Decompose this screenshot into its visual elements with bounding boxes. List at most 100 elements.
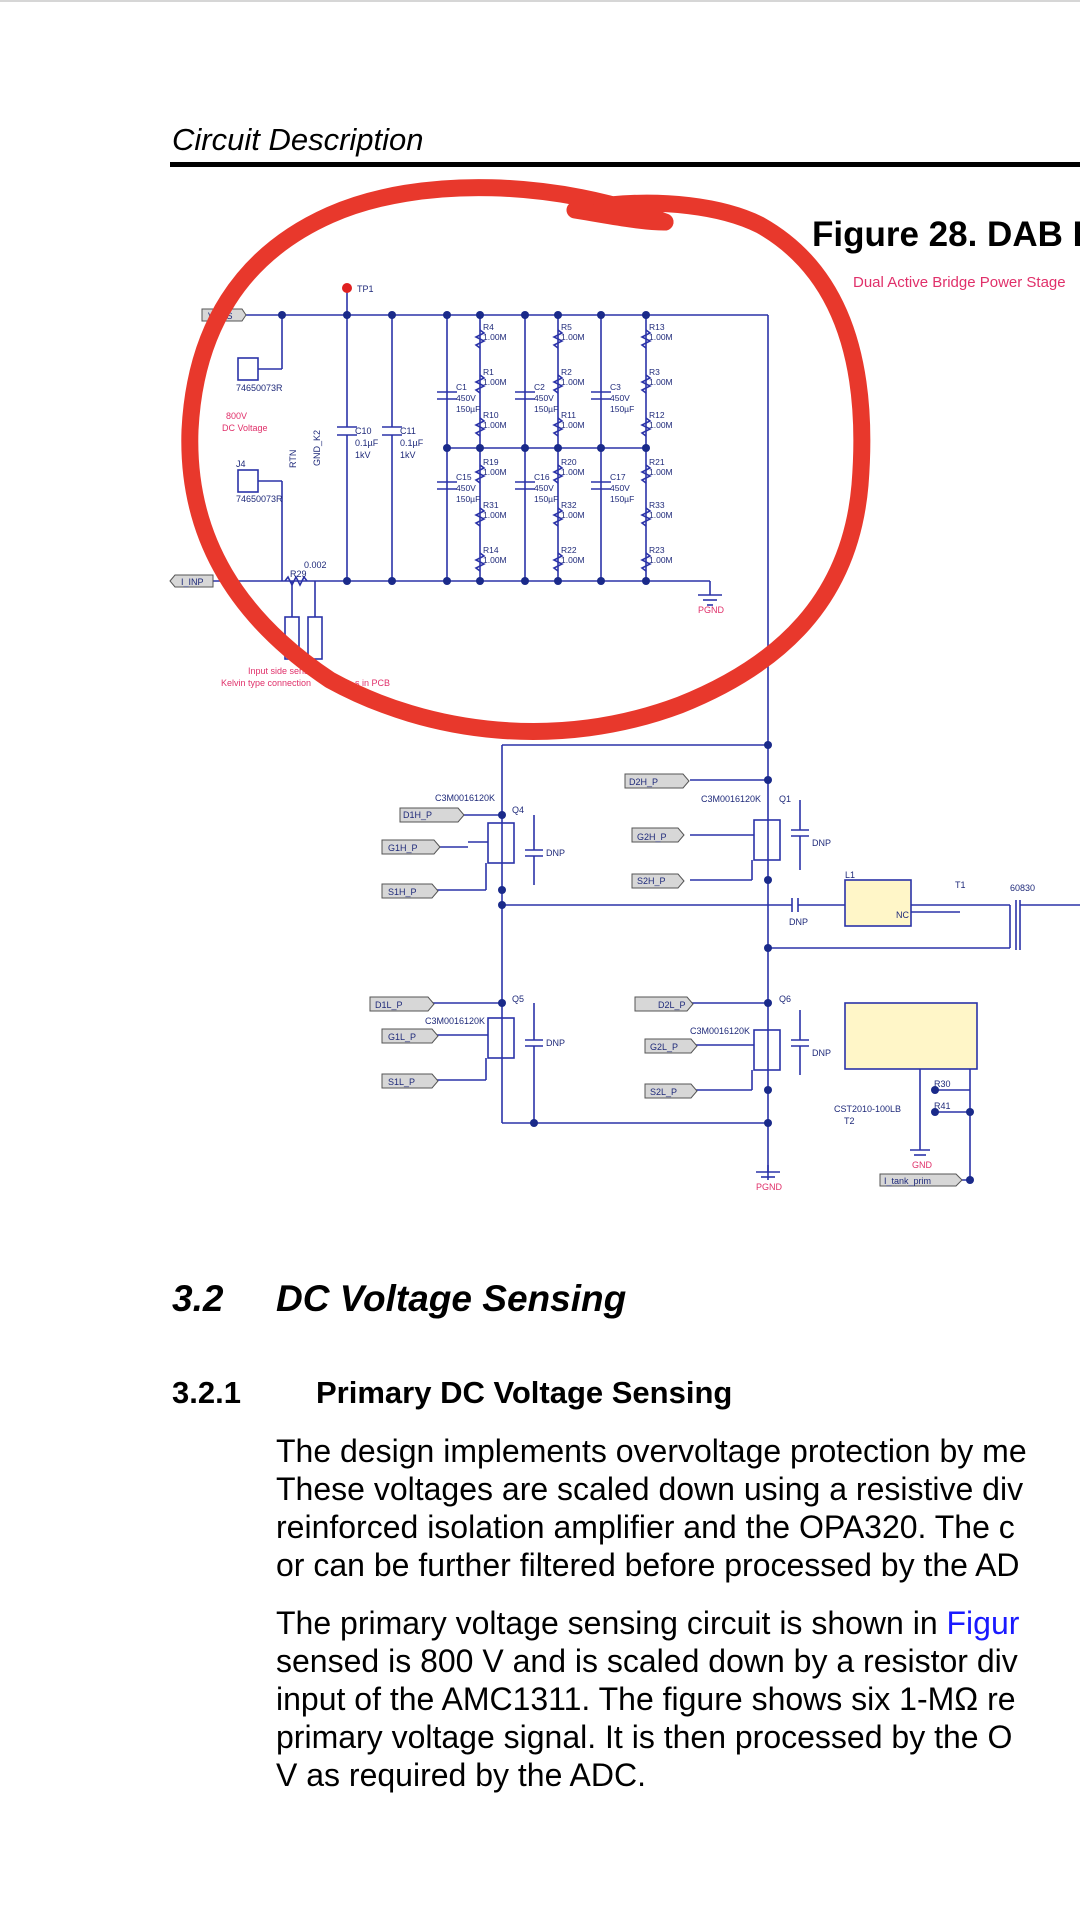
q4-part: C3M0016120K [435, 793, 495, 803]
capacitor-designator: C3 [610, 382, 621, 392]
paragraph-1-line: These voltages are scaled down using a r… [276, 1471, 1024, 1507]
resistor-designator: R12 [649, 410, 665, 420]
c11-voltage: 1kV [400, 450, 416, 460]
resistor-value: 1.00M [649, 377, 673, 387]
pgnd-bottom-label: PGND [756, 1182, 783, 1192]
hand-drawn-circle-highlight [181, 179, 871, 740]
c10-label: C10 [355, 426, 372, 436]
q1-label: Q1 [779, 794, 791, 804]
capacitor-bank-labels: R41.00MR11.00MR101.00MR191.00MR311.00MR1… [456, 322, 673, 565]
paragraph-1-line: The design implements overvoltage protec… [276, 1433, 1027, 1469]
paragraph-2-line: primary voltage signal. It is then proce… [276, 1719, 1013, 1755]
figure-title: Figure 28. DAB I [812, 215, 1080, 254]
resistor-value: 1.00M [483, 377, 507, 387]
figure-subtitle: Dual Active Bridge Power Stage [853, 274, 1066, 291]
rtn-label: RTN [288, 450, 298, 468]
net-i-inp: I_INP [181, 577, 204, 587]
net-d2l: D2L_P [658, 1000, 686, 1010]
net-s1h: S1H_P [388, 887, 417, 897]
header-rule [170, 162, 1080, 167]
c11-label: C11 [400, 426, 416, 436]
q6-part: C3M0016120K [690, 1026, 750, 1036]
net-s2l: S2L_P [650, 1087, 677, 1097]
resistor-designator: R2 [561, 367, 572, 377]
resistor-value: 1.00M [649, 420, 673, 430]
mid-dnp: DNP [789, 917, 808, 927]
paragraph-2-line: The primary voltage sensing circuit is s… [276, 1604, 1019, 1642]
resistor-designator: R21 [649, 457, 665, 467]
j3-part: 74650073R [236, 383, 283, 393]
l1-nc: NC [896, 910, 909, 920]
paragraph-2-line: V as required by the ADC. [276, 1757, 646, 1793]
section-3-2-title: DC Voltage Sensing [276, 1278, 627, 1319]
resistor-value: 1.00M [483, 555, 507, 565]
q4-label: Q4 [512, 805, 524, 815]
resistor-value: 1.00M [483, 332, 507, 342]
resistor-designator: R3 [649, 367, 660, 377]
capacitor-rating: 150µF [456, 494, 480, 504]
note-800v-line1: 800V [226, 411, 247, 421]
pgnd-top-label: PGND [698, 605, 725, 615]
net-g2h: G2H_P [637, 832, 667, 842]
paragraph-2-text: The primary voltage sensing circuit is s… [276, 1605, 947, 1641]
capacitor-rating: 150µF [456, 404, 480, 414]
paragraph-1-line: or can be further filtered before proces… [276, 1547, 1020, 1583]
resistor-designator: R33 [649, 500, 665, 510]
resistor-value: 1.00M [483, 510, 507, 520]
resistor-designator: R4 [483, 322, 494, 332]
resistor-designator: R5 [561, 322, 572, 332]
capacitor-rating: 450V [534, 393, 554, 403]
capacitor-designator: C16 [534, 472, 550, 482]
r29-value: 0.002 [304, 560, 327, 570]
resistor-value: 1.00M [561, 510, 585, 520]
q1-part: C3M0016120K [701, 794, 761, 804]
t2-part: CST2010-100LB [834, 1104, 901, 1114]
resistor-value: 1.00M [561, 420, 585, 430]
resistor-designator: R13 [649, 322, 665, 332]
resistor-value: 1.00M [483, 467, 507, 477]
page-top-edge [0, 0, 1080, 2]
resistor-value: 1.00M [561, 377, 585, 387]
resistor-value: 1.00M [649, 467, 673, 477]
resistor-designator: R14 [483, 545, 499, 555]
paragraph-2-line: input of the AMC1311. The figure shows s… [276, 1681, 1016, 1717]
note-800v-line2: DC Voltage [222, 423, 268, 433]
resistor-designator: R23 [649, 545, 665, 555]
paragraph-1-line: reinforced isolation amplifier and the O… [276, 1509, 1015, 1545]
gnd-k2-label: GND_K2 [312, 430, 322, 466]
running-header: Circuit Description [172, 122, 424, 157]
net-s2h: S2H_P [637, 876, 666, 886]
t2-label: T2 [844, 1116, 855, 1126]
resistor-value: 1.00M [483, 420, 507, 430]
capacitor-rating: 450V [456, 483, 476, 493]
resistor-value: 1.00M [649, 332, 673, 342]
capacitor-rating: 150µF [534, 494, 558, 504]
resistor-designator: R10 [483, 410, 499, 420]
schematic-diagram: VBUS TP1 I_INP R29 0.002 74650073R J4 74… [169, 179, 1080, 1192]
resistor-value: 1.00M [561, 467, 585, 477]
r29-label: R29 [290, 569, 307, 579]
q5-label: Q5 [512, 994, 524, 1004]
c11-value: 0.1µF [400, 438, 424, 448]
note-input-line2: Kelvin type connection [221, 678, 311, 688]
l1-label: L1 [845, 870, 855, 880]
q1-dnp: DNP [812, 838, 831, 848]
q6-dnp: DNP [812, 1048, 831, 1058]
capacitor-rating: 450V [610, 393, 630, 403]
resistor-designator: R19 [483, 457, 499, 467]
capacitor-rating: 450V [534, 483, 554, 493]
net-d2h: D2H_P [629, 777, 658, 787]
resistor-designator: R1 [483, 367, 494, 377]
section-3-2-1-number: 3.2.1 [172, 1375, 241, 1410]
q6-label: Q6 [779, 994, 791, 1004]
net-d1l: D1L_P [375, 1000, 403, 1010]
j4-label: J4 [236, 459, 246, 469]
t1-label: T1 [955, 880, 966, 890]
capacitor-rating: 450V [610, 483, 630, 493]
capacitor-rating: 150µF [610, 404, 634, 414]
paragraph-2: The primary voltage sensing circuit is s… [276, 1604, 1019, 1794]
figure-reference-link[interactable]: Figur [946, 1605, 1020, 1641]
net-s1l: S1L_P [388, 1077, 415, 1087]
net-g1l: G1L_P [388, 1032, 416, 1042]
resistor-designator: R31 [483, 500, 499, 510]
